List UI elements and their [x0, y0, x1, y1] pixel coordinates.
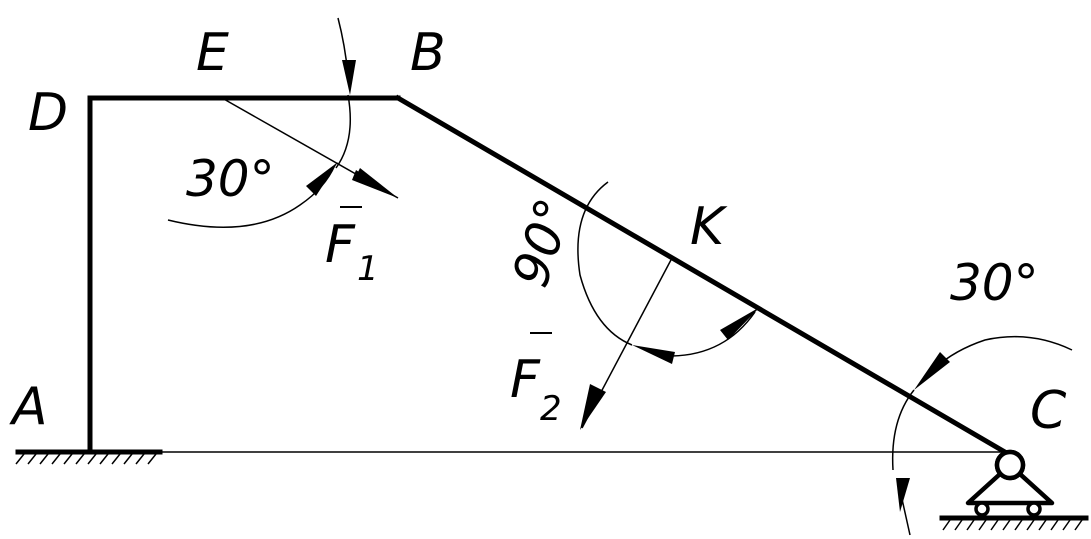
angle-arc-k [577, 181, 760, 364]
frame-members [87, 94, 1014, 459]
label-point-d: D [28, 83, 68, 143]
label-force-f2: F 2 [510, 332, 562, 429]
angle-arc-b [335, 17, 356, 169]
label-f1-sub: 1 [357, 249, 379, 289]
label-angle-f1: 30° [186, 150, 275, 208]
label-point-c: C [1030, 381, 1067, 441]
angle-arc-f1 [167, 162, 338, 228]
label-point-a: A [9, 377, 48, 437]
label-f1-main: F [325, 215, 356, 275]
force-f2 [580, 257, 673, 430]
roller-support-c [939, 449, 1089, 531]
label-f2-main: F [510, 350, 541, 410]
angle-arc-c [891, 335, 1073, 536]
label-force-f1: F 1 [325, 206, 379, 289]
label-f2-sub: 2 [540, 389, 562, 429]
force-f1 [221, 97, 399, 199]
label-point-e: E [196, 23, 229, 83]
label-angle-k: 90° [501, 191, 584, 293]
label-angle-c: 30° [950, 254, 1039, 312]
label-point-b: B [410, 23, 446, 83]
label-point-k: K [690, 197, 728, 257]
member-bc [394, 94, 1014, 459]
